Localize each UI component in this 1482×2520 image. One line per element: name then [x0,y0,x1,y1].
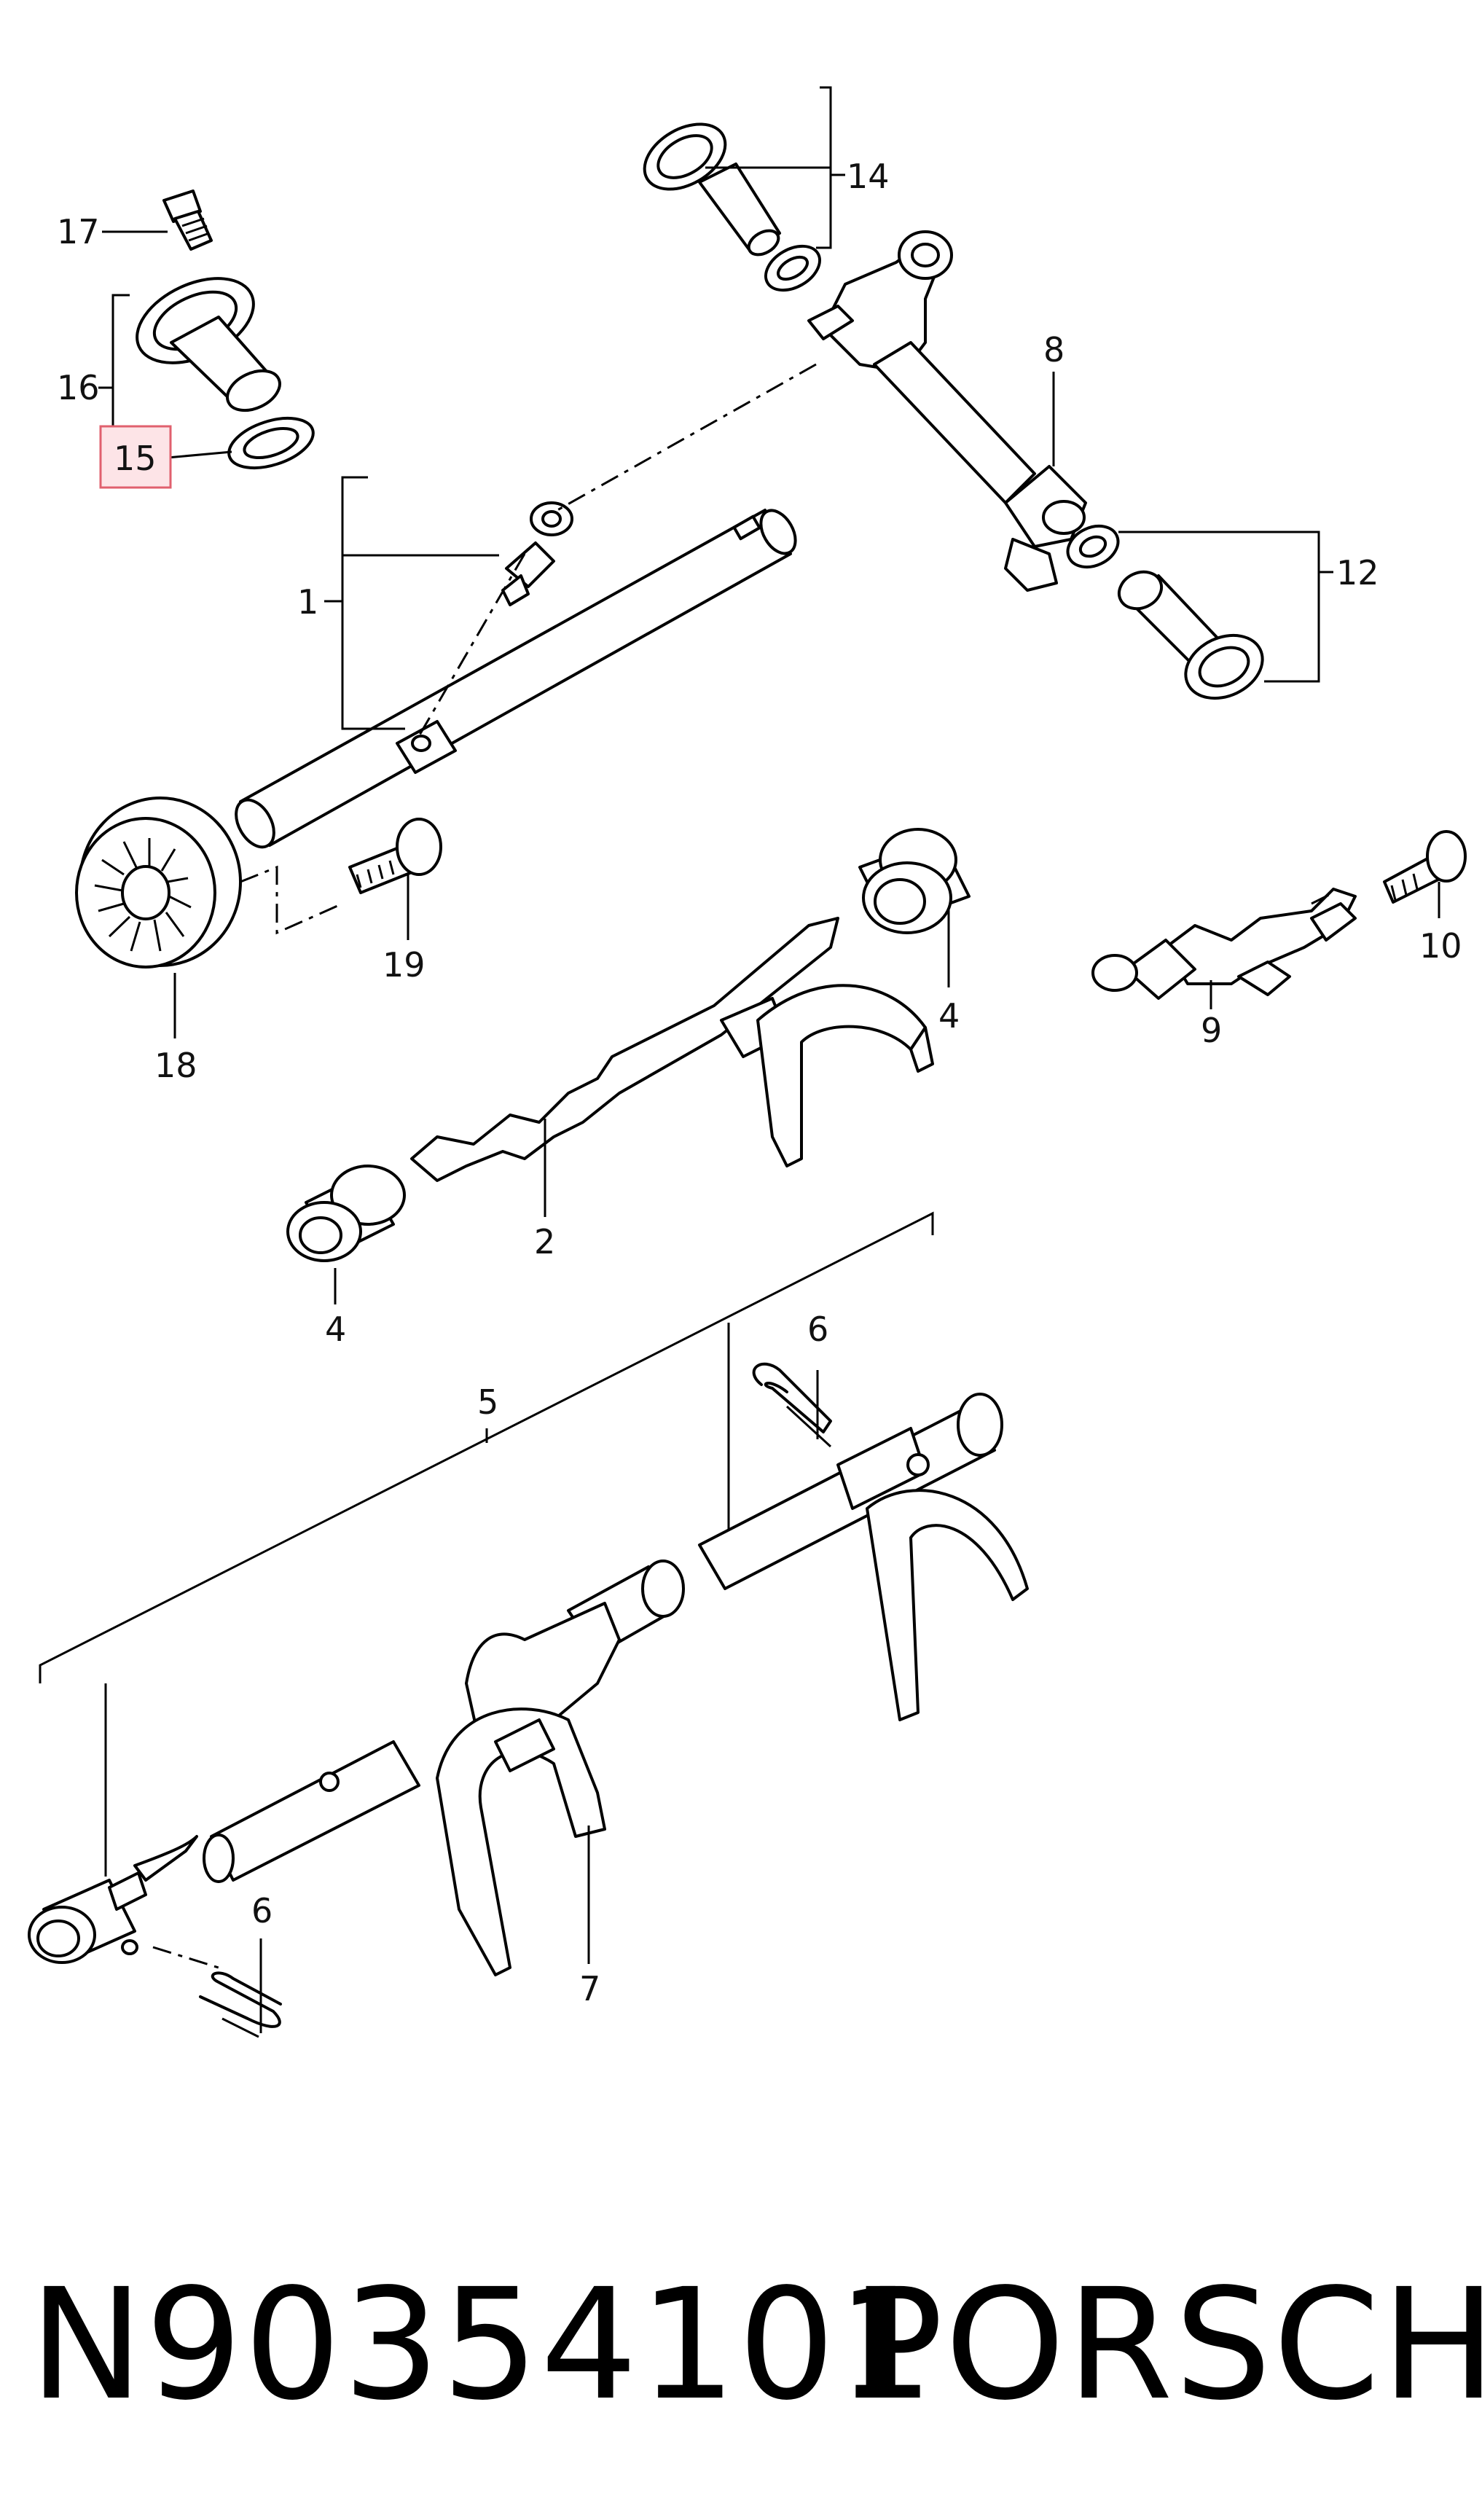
callout-14[interactable]: 14 [847,157,890,196]
part-6-spring-clip-upper[interactable] [752,1362,832,1448]
part-7-shift-fork[interactable] [436,1602,621,1976]
part-1-selector-shaft[interactable] [228,501,802,853]
part-6-spring-clip-lower[interactable] [199,1971,282,2038]
callout-17[interactable]: 17 [57,212,100,251]
part-15-washer[interactable] [223,409,320,477]
part-18-cam[interactable] [75,797,242,969]
callout-labels: 17 16 15 14 8 12 1 19 18 4 10 9 2 4 6 5 … [57,157,1462,2008]
part-4-bushing-lower[interactable] [286,1165,406,1262]
callout-6-lower[interactable]: 6 [251,1891,273,1930]
callout-19[interactable]: 19 [383,945,426,985]
part-2-selector-fork[interactable] [410,917,934,1182]
callout-6-upper[interactable]: 6 [807,1310,828,1349]
callout-10[interactable]: 10 [1419,926,1462,966]
callout-8[interactable]: 8 [1043,330,1065,369]
callout-9[interactable]: 9 [1201,1011,1222,1050]
callout-2[interactable]: 2 [534,1222,555,1261]
part-8-selector-lever[interactable] [807,230,1087,592]
leader-lines [39,86,1440,2033]
callout-12[interactable]: 12 [1336,553,1379,592]
part-5-end-bushing[interactable] [28,1835,198,1964]
callout-15[interactable]: 15 [114,439,157,478]
brand-name: PORSCHE [851,2255,1482,2434]
part-10-screw[interactable] [1383,830,1467,904]
callout-7[interactable]: 7 [579,1969,600,2008]
part-17-screw[interactable] [162,189,213,251]
callout-4-lower[interactable]: 4 [325,1310,346,1349]
part-number: N90354101 [29,2255,936,2434]
callout-1[interactable]: 1 [297,582,318,622]
callout-16[interactable]: 16 [57,368,100,407]
callout-18[interactable]: 18 [154,1046,197,1085]
part-5-shaft-assembly[interactable] [203,1393,1029,1883]
part-4-bushing-upper[interactable] [858,828,971,934]
part-19-screw[interactable] [348,818,442,894]
part-14-bushing[interactable] [633,111,828,299]
callout-15-highlight [99,425,172,489]
part-12-bushing[interactable] [1061,518,1272,710]
part-9-shift-lever[interactable] [1091,888,1357,1000]
part-16-flanged-bushing[interactable] [124,262,286,418]
callout-4-upper[interactable]: 4 [938,996,960,1036]
alignment-lines [152,363,1334,1969]
callout-5[interactable]: 5 [477,1382,498,1422]
